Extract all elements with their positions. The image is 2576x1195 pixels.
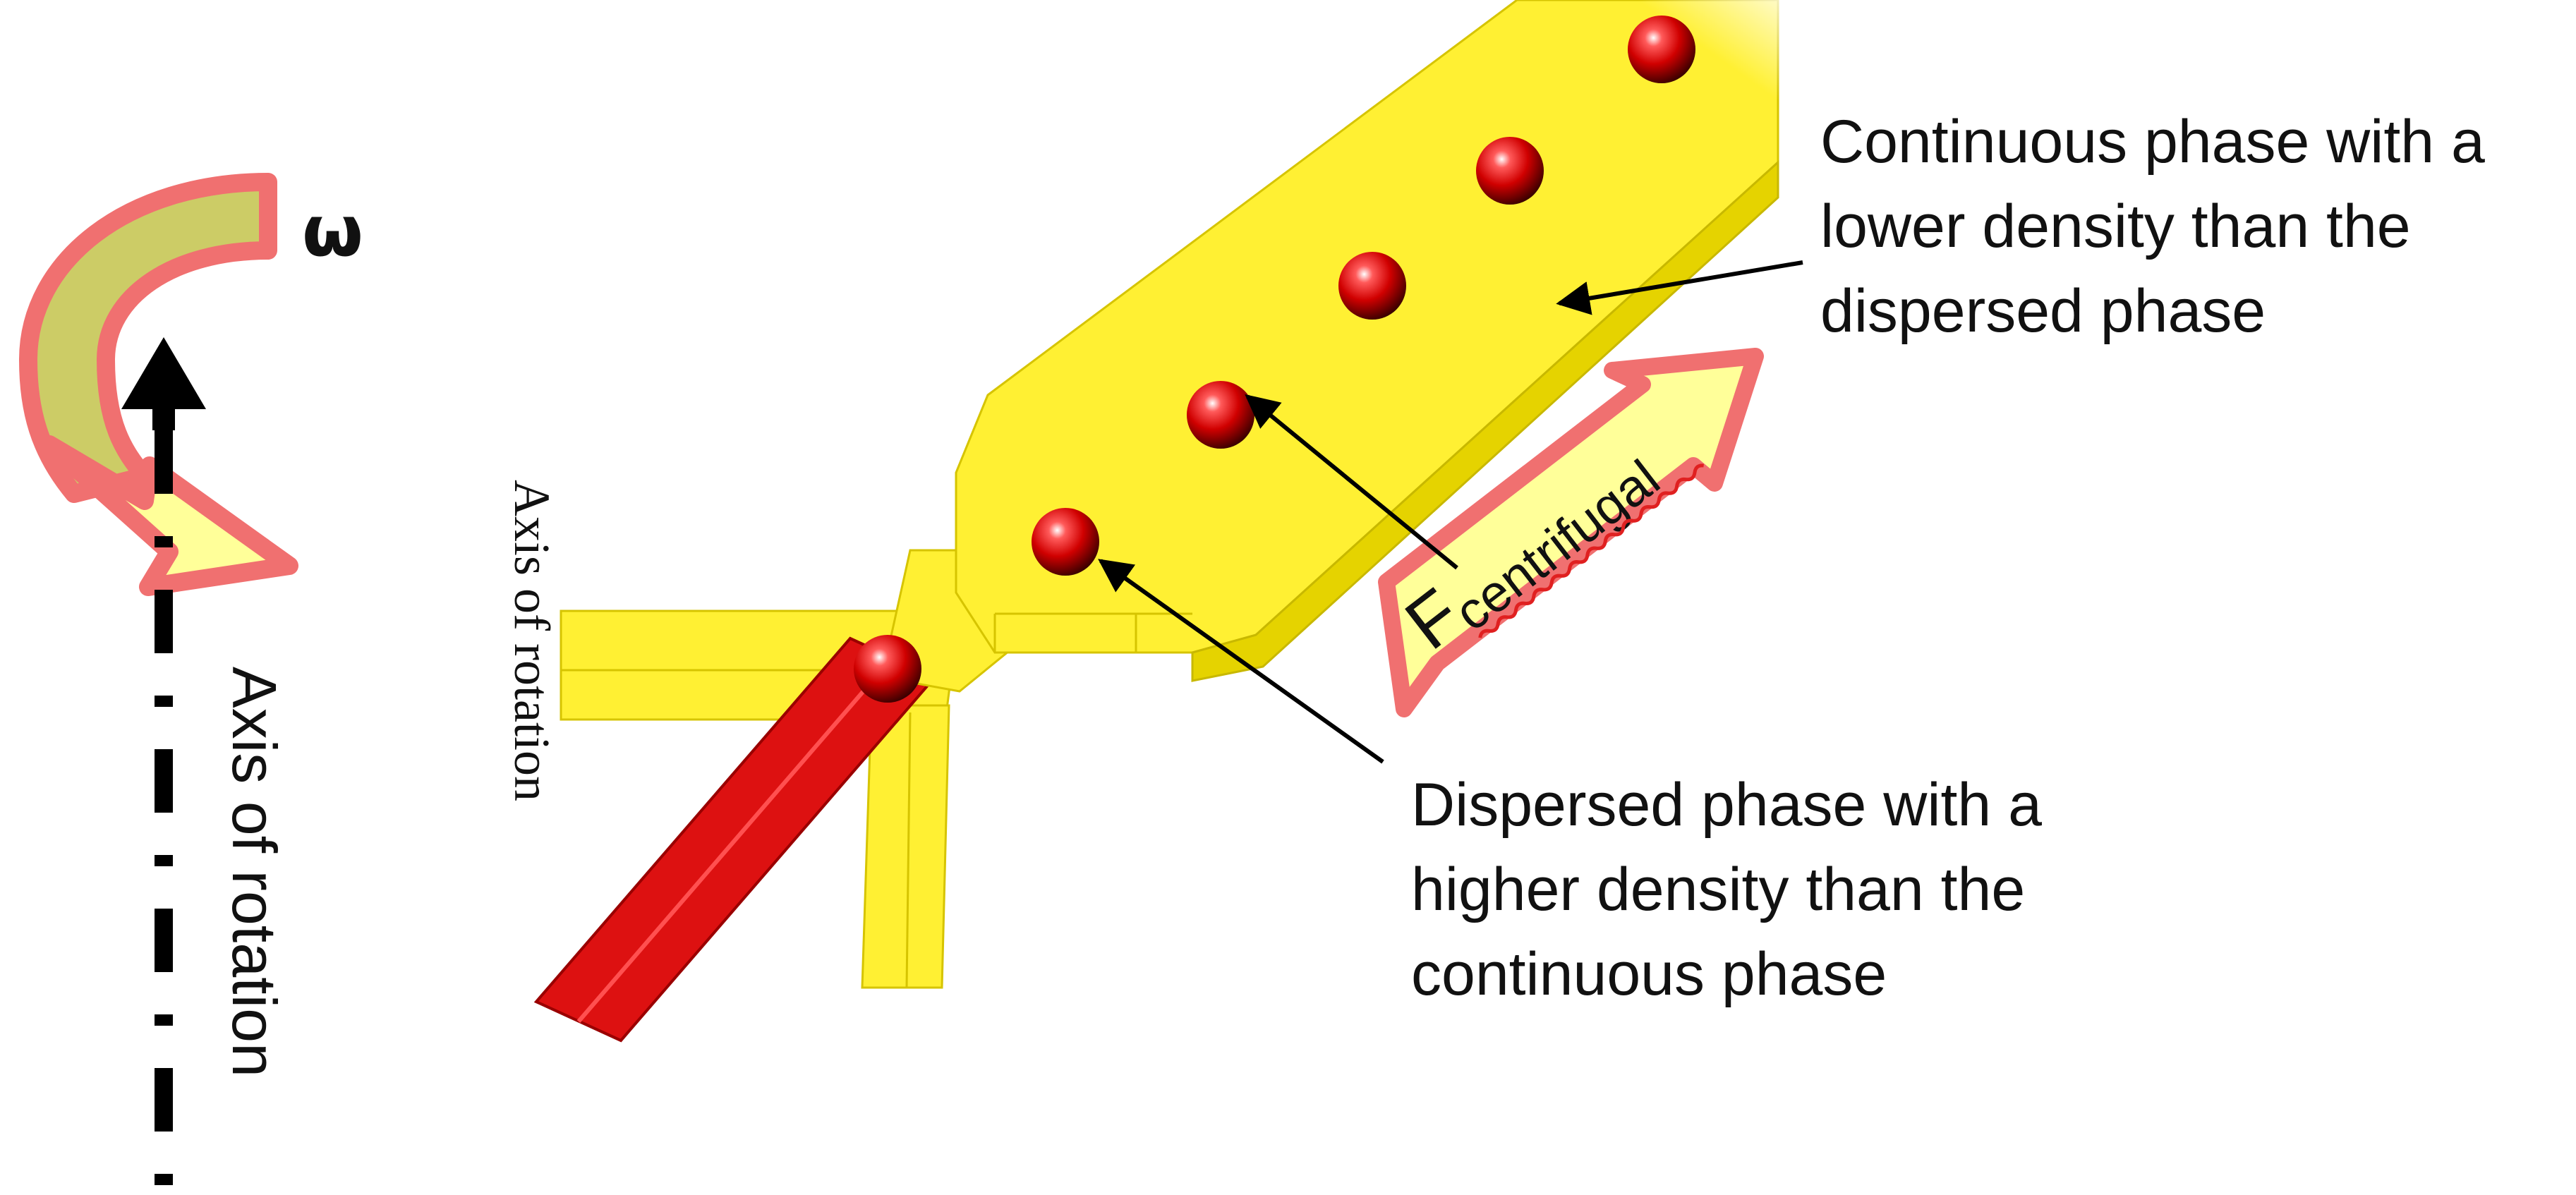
pointer-droplet bbox=[1245, 394, 1458, 570]
droplet bbox=[1476, 137, 1544, 205]
dispersed-phase-line-1: Dispersed phase with a bbox=[1411, 771, 2042, 839]
droplet bbox=[1032, 508, 1099, 576]
annotation-pointers bbox=[1098, 260, 1803, 764]
rotation-symbol: ω bbox=[19, 173, 363, 596]
force-arrow-shape bbox=[1378, 348, 1764, 717]
rotation-arrow-head bbox=[40, 435, 298, 596]
continuous-phase-line-1: Continuous phase with a bbox=[1820, 108, 2485, 176]
droplet bbox=[1628, 16, 1695, 83]
microfluidic-channel bbox=[494, 0, 1834, 1195]
spellcheck-underline bbox=[1478, 463, 1704, 638]
dispersed-droplets bbox=[854, 16, 1695, 703]
dispersed-phase-label: Dispersed phase with a higher density th… bbox=[1411, 771, 2042, 1008]
continuous-phase-line-3: dispersed phase bbox=[1820, 277, 2266, 345]
axis-label-middle: Axis of rotation bbox=[504, 480, 560, 801]
droplet bbox=[1338, 252, 1406, 320]
droplet bbox=[1187, 381, 1254, 449]
axis-of-rotation-left: Axis of rotation bbox=[121, 337, 289, 1189]
axis-label-left: Axis of rotation bbox=[219, 667, 289, 1077]
axis-up-arrow bbox=[121, 337, 206, 430]
pointer-continuous bbox=[1556, 260, 1803, 315]
dispersed-phase-line-3: continuous phase bbox=[1411, 940, 1887, 1008]
rotation-arc-band bbox=[19, 173, 277, 503]
pointer-dispersed bbox=[1098, 559, 1384, 764]
droplet bbox=[854, 635, 921, 703]
continuous-phase-label: Continuous phase with a lower density th… bbox=[1820, 108, 2485, 345]
continuous-phase-line-2: lower density than the bbox=[1820, 193, 2411, 260]
omega-symbol: ω bbox=[302, 190, 363, 272]
dispersed-phase-line-2: higher density than the bbox=[1411, 856, 2025, 923]
